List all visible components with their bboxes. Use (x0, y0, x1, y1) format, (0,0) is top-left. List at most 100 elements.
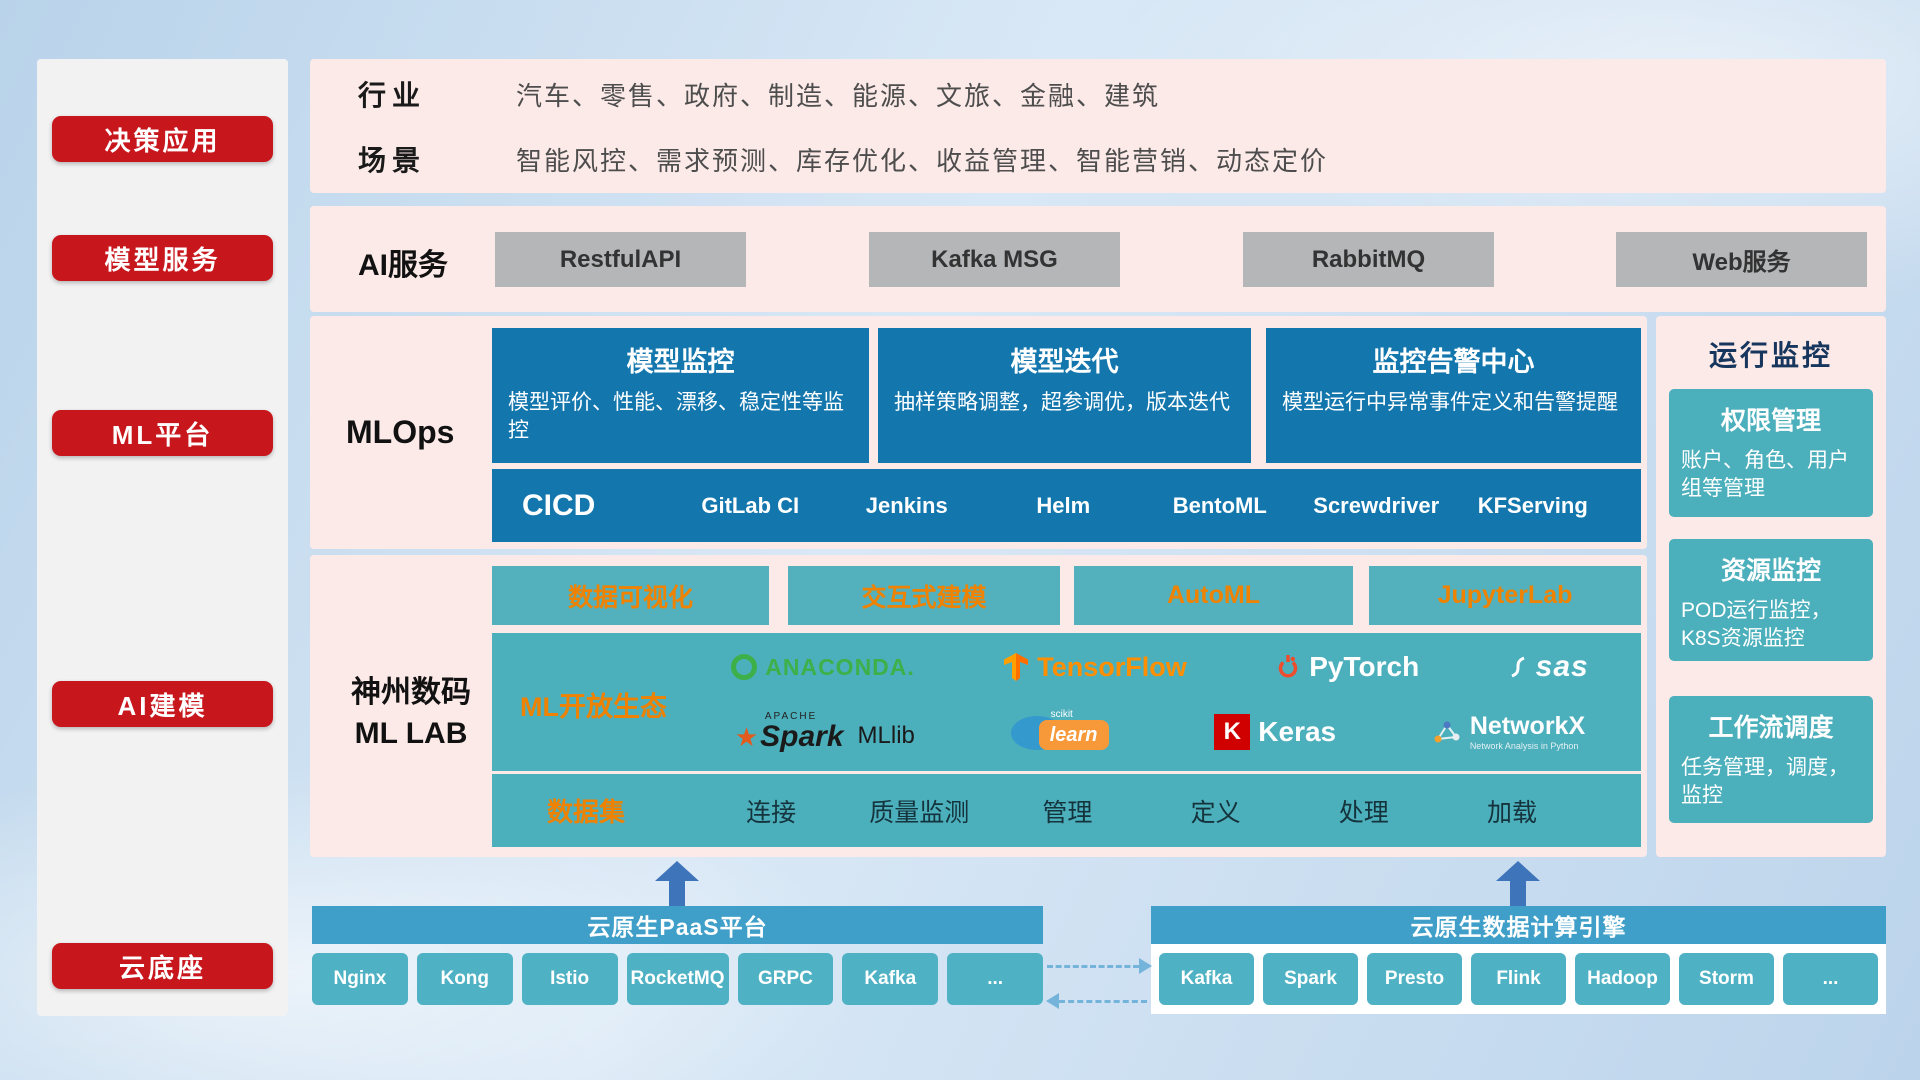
paas-kong: Kong (416, 953, 513, 1005)
dataset-process: 处理 (1338, 798, 1389, 827)
runtime-monitoring-title: 运行监控 (1708, 340, 1833, 371)
networkx-subtitle: Network Analysis in Python (1469, 740, 1579, 751)
pytorch-label: PyTorch (1309, 651, 1420, 682)
anaconda-logo: ANACONDA. (731, 654, 915, 681)
ecosystem-row-1: ANACONDA. TensorFlow (687, 650, 1633, 684)
sidebar-item-cloud-base: 云底座 (52, 943, 273, 989)
mllab-label-line1: 神州数码 (351, 676, 471, 709)
engine-flink: Flink (1471, 953, 1566, 1005)
sidebar-item-ml-platform: ML平台 (52, 410, 273, 456)
cicd-helm: Helm (1036, 492, 1091, 518)
ecosystem-logo-area: ANACONDA. TensorFlow (687, 637, 1633, 767)
mlops-panel: MLOps 模型监控 模型评价、性能、漂移、稳定性等监控 模型迭代 抽样策略调整… (310, 316, 1647, 549)
automl-button: AutoML (1074, 566, 1353, 625)
ai-service-panel: AI服务 RestfulAPI Kafka MSG RabbitMQ Web服务 (310, 206, 1886, 312)
model-iteration-card: 模型迭代 抽样策略调整，超参调优，版本迭代 (878, 328, 1251, 463)
model-iteration-title: 模型迭代 (1010, 347, 1119, 377)
scenario-row: 场景 智能风控、需求预测、库存优化、收益管理、智能营销、动态定价 (310, 129, 1886, 189)
alert-center-desc: 模型运行中异常事件定义和告警提醒 (1282, 391, 1618, 414)
sas-label: sas (1535, 650, 1589, 683)
workflow-scheduling-desc: 任务管理，调度，监控 (1681, 756, 1849, 808)
paas-rocketmq: RocketMQ (626, 953, 729, 1005)
keras-label: Keras (1258, 716, 1337, 747)
pytorch-icon (1279, 655, 1298, 678)
scikit-label: scikit (1050, 709, 1073, 720)
resource-monitoring-card: 资源监控 POD运行监控，K8S资源监控 (1669, 539, 1873, 661)
industry-text: 汽车、零售、政府、制造、能源、文旅、金融、建筑 (516, 80, 1161, 111)
anaconda-icon (731, 654, 758, 680)
tensorflow-icon (1004, 653, 1029, 681)
networkx-logo: NetworkX Network Analysis in Python (1432, 711, 1586, 751)
jupyterlab-button: JupyterLab (1369, 566, 1641, 625)
ai-service-label: AI服务 (358, 249, 448, 282)
ml-ecosystem-label: ML开放生态 (520, 692, 667, 722)
engine-button-strip: Kafka Spark Presto Flink Hadoop Storm ..… (1151, 944, 1886, 1014)
scenario-label: 场景 (358, 145, 427, 176)
industry-scenario-panel: 行业 汽车、零售、政府、制造、能源、文旅、金融、建筑 场景 智能风控、需求预测、… (310, 59, 1886, 193)
up-arrow-head (655, 861, 699, 881)
keras-icon: K (1214, 714, 1251, 750)
keras-logo: K Keras (1214, 714, 1336, 750)
dataset-quality: 质量监测 (869, 798, 970, 827)
alert-center-title: 监控告警中心 (1372, 347, 1535, 377)
cicd-gitlab-ci: GitLab CI (701, 492, 800, 518)
ai-service-rabbitmq: RabbitMQ (1243, 232, 1494, 287)
mlops-label: MLOps (346, 414, 455, 450)
dashed-arrow-left (1059, 1000, 1147, 1003)
model-iteration-desc: 抽样策略调整，超参调优，版本迭代 (894, 391, 1230, 414)
sidebar-item-model-service: 模型服务 (52, 235, 273, 281)
permission-management-card: 权限管理 账户、角色、用户组等管理 (1669, 389, 1873, 517)
cicd-title: CICD (522, 488, 596, 522)
cicd-jenkins: Jenkins (865, 492, 948, 518)
paas-button-strip: Nginx Kong Istio RocketMQ GRPC Kafka ... (312, 944, 1044, 1014)
spark-label: Spark (760, 720, 844, 753)
paas-platform-header: 云原生PaaS平台 (312, 906, 1043, 944)
pytorch-logo: PyTorch (1275, 651, 1419, 683)
engine-more: ... (1783, 953, 1878, 1005)
dataset-label: 数据集 (547, 797, 626, 827)
up-arrow-stem (669, 881, 685, 906)
resource-monitoring-title: 资源监控 (1720, 557, 1821, 585)
dashed-arrow-left-head (1046, 993, 1059, 1009)
sidebar: 决策应用 模型服务 ML平台 AI建模 云底座 (37, 59, 288, 1016)
cicd-screwdriver: Screwdriver (1313, 492, 1440, 518)
sidebar-item-ai-modeling: AI建模 (52, 681, 273, 727)
mllab-label-line2: ML LAB (354, 716, 468, 750)
workflow-scheduling-title: 工作流调度 (1708, 714, 1834, 742)
paas-grpc: GRPC (737, 953, 834, 1005)
up-arrow-stem (1510, 881, 1526, 906)
scenario-text: 智能风控、需求预测、库存优化、收益管理、智能营销、动态定价 (516, 145, 1329, 176)
dataset-load: 加载 (1486, 798, 1537, 827)
mllib-label: MLlib (857, 722, 915, 749)
dataset-connect: 连接 (746, 798, 797, 827)
dataset-define: 定义 (1190, 798, 1241, 827)
model-monitoring-desc: 模型评价、性能、漂移、稳定性等监控 (508, 391, 844, 443)
ai-service-web: Web服务 (1616, 232, 1867, 287)
mllab-label: 神州数码 ML LAB (326, 673, 496, 754)
data-engine-header: 云原生数据计算引擎 (1151, 906, 1886, 944)
ml-ecosystem-box: ML开放生态 ANACONDA. TensorFlow (492, 633, 1641, 771)
engine-spark: Spark (1263, 953, 1358, 1005)
model-monitoring-title: 模型监控 (626, 347, 735, 377)
scikit-learn-logo: scikit learn (1010, 709, 1119, 754)
permission-management-desc: 账户、角色、用户组等管理 (1681, 449, 1849, 501)
data-visualization-button: 数据可视化 (492, 566, 769, 625)
cicd-bar: CICD GitLab CI Jenkins Helm BentoML Scre… (492, 469, 1641, 542)
alert-center-card: 监控告警中心 模型运行中异常事件定义和告警提醒 (1266, 328, 1641, 463)
dataset-manage: 管理 (1042, 798, 1093, 827)
engine-kafka: Kafka (1159, 953, 1254, 1005)
networkx-text: NetworkX Network Analysis in Python (1469, 711, 1586, 751)
cicd-bentoml: BentoML (1172, 492, 1267, 518)
networkx-label: NetworkX (1469, 711, 1586, 740)
dashed-arrow-right (1047, 965, 1139, 968)
ai-service-kafka-msg: Kafka MSG (869, 232, 1120, 287)
resource-monitoring-desc: POD运行监控，K8S资源监控 (1681, 599, 1832, 651)
engine-hadoop: Hadoop (1575, 953, 1670, 1005)
spark-star-icon: ★ (734, 722, 759, 752)
model-monitoring-card: 模型监控 模型评价、性能、漂移、稳定性等监控 (492, 328, 869, 463)
engine-storm: Storm (1679, 953, 1774, 1005)
spark-row: ★ Spark (735, 722, 844, 752)
runtime-monitoring-panel: 运行监控 权限管理 账户、角色、用户组等管理 资源监控 POD运行监控，K8S资… (1656, 316, 1886, 857)
paas-more: ... (947, 953, 1044, 1005)
